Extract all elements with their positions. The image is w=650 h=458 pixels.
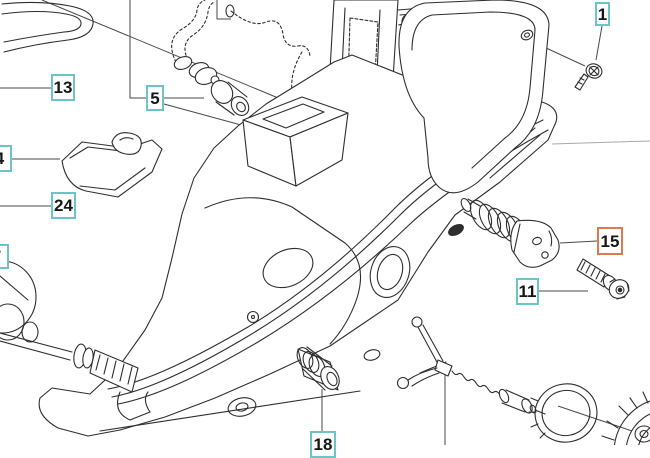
part-label-13[interactable]: 13 — [51, 74, 75, 101]
carb-mount-drawing — [242, 96, 349, 187]
choke-rod-drawing — [396, 316, 546, 415]
spring-assembly-drawing — [460, 197, 560, 268]
part-label-15-highlighted[interactable]: 15 — [597, 227, 623, 255]
part-label-7-partial[interactable]: 7 — [0, 244, 9, 269]
part-label-4-partial[interactable]: 4 — [0, 145, 12, 172]
screw-11-drawing — [576, 258, 630, 300]
handle-cover-drawing — [398, 0, 550, 194]
plug-18-drawing — [296, 346, 340, 391]
left-edge-parts-drawing — [0, 260, 39, 343]
part-label-5[interactable]: 5 — [146, 85, 164, 111]
cap-drawing — [601, 391, 650, 445]
screw-1-drawing — [574, 63, 603, 91]
chain-part-drawing — [1, 1, 94, 53]
retainer-ring-drawing — [528, 383, 598, 443]
part-label-11[interactable]: 11 — [516, 278, 539, 305]
part-label-1[interactable]: 1 — [595, 2, 610, 26]
exploded-parts-drawing — [0, 0, 650, 445]
part-label-24[interactable]: 24 — [51, 192, 76, 219]
fuel-filter-drawing — [210, 75, 250, 116]
bar-stud-drawing — [0, 332, 151, 421]
air-deflector-drawing — [61, 132, 163, 198]
